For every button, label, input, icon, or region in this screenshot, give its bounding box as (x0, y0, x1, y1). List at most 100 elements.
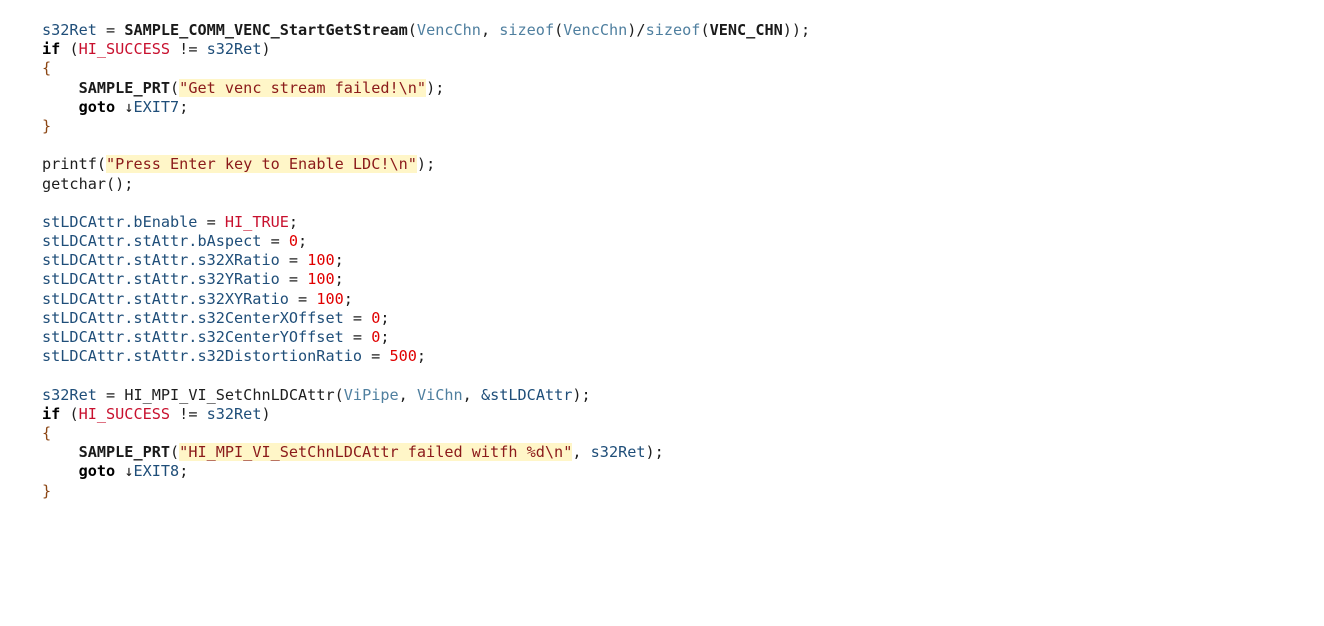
code-line[interactable]: printf("Press Enter key to Enable LDC!\n… (42, 155, 810, 174)
code-line[interactable]: stLDCAttr.stAttr.s32DistortionRatio = 50… (42, 347, 810, 366)
code-token: )/ (627, 21, 646, 39)
code-token: ; (288, 212, 299, 231)
code-token: VencChn (563, 21, 628, 39)
code-line[interactable]: SAMPLE_PRT("HI_MPI_VI_SetChnLDCAttr fail… (42, 443, 810, 462)
goto-arrow-icon: ↓ (124, 97, 134, 116)
number-literal: 100 (307, 251, 335, 270)
code-token: s32Ret (206, 40, 262, 59)
code-line[interactable]: stLDCAttr.stAttr.s32XYRatio = 100; (42, 290, 810, 309)
code-token: getchar (42, 174, 107, 193)
code-token: stLDCAttr.stAttr.s32CenterYOffset (42, 328, 344, 346)
keyword: goto (78, 462, 116, 481)
code-token: ( (700, 21, 710, 39)
code-line[interactable]: s32Ret = SAMPLE_COMM_VENC_StartGetStream… (42, 21, 810, 40)
code-token (42, 443, 79, 461)
code-line[interactable]: { (42, 59, 810, 78)
code-token: &stLDCAttr (480, 385, 573, 404)
code-token: ); (645, 443, 664, 462)
code-token: = (343, 328, 372, 346)
code-token (42, 98, 79, 116)
code-token: ); (416, 155, 436, 174)
code-token: SAMPLE_COMM_VENC_StartGetStream (124, 21, 408, 39)
code-line[interactable] (42, 366, 810, 385)
code-token: s32Ret (206, 404, 262, 423)
code-token: VENC_CHN (709, 21, 783, 39)
code-token: != (170, 40, 207, 59)
code-line[interactable]: SAMPLE_PRT("Get venc stream failed!\n"); (42, 78, 810, 98)
code-token: VencChn (416, 21, 481, 39)
code-token: ) (261, 404, 271, 423)
code-token: ViChn (416, 385, 463, 404)
code-token: { (42, 59, 52, 78)
code-line[interactable]: { (42, 424, 810, 443)
code-token: ; (416, 347, 427, 366)
code-token: stLDCAttr.stAttr.s32YRatio (42, 270, 280, 289)
code-token: stLDCAttr.bEnable (42, 212, 198, 231)
code-token: ( (96, 155, 107, 174)
code-token: SAMPLE_PRT (78, 78, 171, 97)
code-token: = (362, 347, 390, 366)
keyword: if (42, 404, 61, 423)
code-token: s32Ret (42, 21, 97, 39)
code-token: = (197, 212, 225, 231)
code-line[interactable]: stLDCAttr.bEnable = HI_TRUE; (42, 213, 810, 232)
code-token (115, 462, 124, 480)
number-literal: 500 (389, 347, 417, 366)
code-line[interactable]: stLDCAttr.stAttr.s32CenterYOffset = 0; (42, 328, 810, 347)
code-token: ( (554, 21, 564, 39)
code-token: = (279, 251, 308, 270)
code-line[interactable]: s32Ret = HI_MPI_VI_SetChnLDCAttr(ViPipe,… (42, 386, 810, 405)
keyword: if (42, 40, 61, 59)
code-token: sizeof (499, 21, 555, 39)
code-token: HI_SUCCESS (78, 40, 171, 59)
code-token: ( (60, 40, 79, 59)
code-token: ); (572, 385, 591, 404)
code-line[interactable]: if (HI_SUCCESS != s32Ret) (42, 405, 810, 424)
string-literal: "Get venc stream failed!\n" (179, 78, 427, 97)
code-token: = (279, 270, 308, 289)
code-token: = (343, 308, 372, 327)
code-token: printf (42, 155, 97, 174)
code-token: = (96, 21, 125, 39)
code-line[interactable]: } (42, 482, 810, 501)
code-token: stLDCAttr.stAttr.s32XYRatio (42, 289, 289, 308)
goto-label-link[interactable]: EXIT8 (133, 462, 180, 481)
keyword: goto (78, 97, 116, 116)
goto-label-link[interactable]: EXIT7 (133, 97, 180, 116)
code-token: ; (179, 97, 189, 116)
code-token: ( (170, 443, 180, 462)
code-token: } (42, 116, 52, 135)
code-token: ; (380, 308, 390, 327)
code-token: ( (334, 385, 344, 404)
code-token: ( (60, 404, 79, 423)
code-token: (); (106, 174, 134, 193)
number-literal: 100 (307, 270, 335, 289)
code-line[interactable] (42, 136, 810, 155)
code-line[interactable]: stLDCAttr.stAttr.bAspect = 0; (42, 232, 810, 251)
string-literal: "Press Enter key to Enable LDC!\n" (106, 155, 417, 174)
code-line[interactable]: stLDCAttr.stAttr.s32CenterXOffset = 0; (42, 309, 810, 328)
code-line[interactable] (42, 194, 810, 213)
code-line[interactable]: if (HI_SUCCESS != s32Ret) (42, 40, 810, 59)
code-line[interactable]: stLDCAttr.stAttr.s32XRatio = 100; (42, 251, 810, 270)
code-token: SAMPLE_PRT (78, 443, 171, 462)
code-line[interactable]: getchar(); (42, 175, 810, 194)
code-token: ) (261, 40, 271, 59)
code-token: = (96, 385, 125, 404)
code-line[interactable]: goto ↓EXIT8; (42, 462, 810, 481)
code-token: = (261, 232, 289, 251)
code-line[interactable]: stLDCAttr.stAttr.s32YRatio = 100; (42, 270, 810, 289)
code-line[interactable]: } (42, 117, 810, 136)
code-token: ; (380, 328, 390, 346)
code-token (115, 98, 124, 116)
string-literal: "HI_MPI_VI_SetChnLDCAttr failed witfh %d… (179, 443, 573, 462)
code-block[interactable]: s32Ret = SAMPLE_COMM_VENC_StartGetStream… (42, 21, 810, 501)
code-line[interactable]: goto ↓EXIT7; (42, 98, 810, 117)
code-token: ; (343, 289, 353, 308)
code-token: ( (407, 21, 417, 39)
code-token: , (398, 385, 417, 404)
code-token: } (42, 481, 52, 500)
number-literal: 100 (316, 289, 344, 308)
code-token: = (288, 289, 317, 308)
